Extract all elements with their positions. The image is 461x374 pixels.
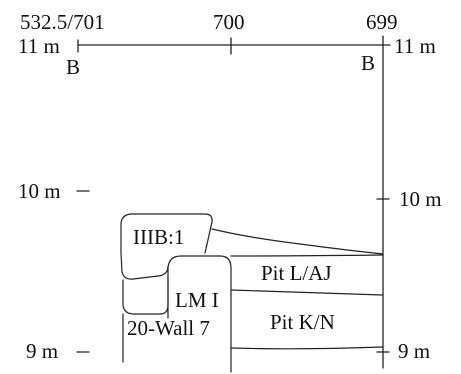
elevation-right-9: 9 m: [398, 339, 430, 363]
section-end-left: B: [66, 55, 80, 79]
grid-label-left: 532.5/701: [20, 10, 105, 34]
pit-boundary: [230, 289, 384, 296]
pit-upper-top: [230, 254, 384, 257]
section-end-right: B: [361, 51, 375, 75]
pit-upper-label: Pit L/AJ: [261, 261, 332, 285]
elevation-right-11: 11 m: [394, 34, 436, 58]
left-stone-lower: [122, 277, 169, 315]
elevation-left-10: 10 m: [18, 179, 61, 203]
elevation-left-11: 11 m: [18, 34, 60, 58]
pit-lower-bottom: [230, 346, 384, 350]
pit-lower-label: Pit K/N: [270, 310, 335, 334]
stratum-label: IIIB:1: [133, 225, 184, 249]
wall-period-label: LM I: [175, 288, 219, 312]
elevation-right-10: 10 m: [399, 187, 442, 211]
grid-label-right: 699: [366, 10, 398, 34]
iiib-block: [120, 213, 213, 254]
wall-name-label: 20-Wall 7: [127, 316, 210, 340]
iiib-boundary: [211, 228, 384, 255]
grid-label-middle: 700: [213, 10, 245, 34]
middle-stone: [167, 255, 232, 373]
elevation-left-9: 9 m: [26, 339, 58, 363]
left-stone-upper: [120, 252, 169, 280]
